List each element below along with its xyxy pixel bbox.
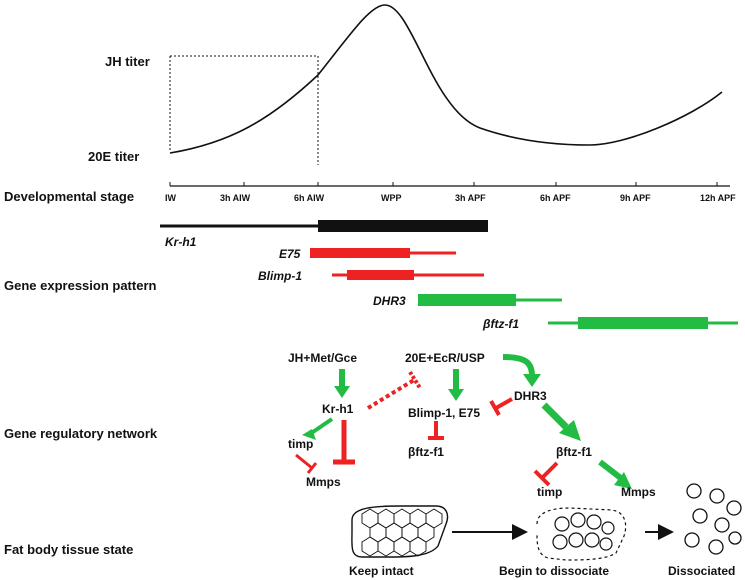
dhr3-label: DHR3: [373, 294, 406, 308]
bftz-f1-label: βftz-f1: [482, 317, 519, 331]
timp-node-left: timp: [288, 437, 313, 451]
arrow-20e-to-dhr3-head: [523, 374, 541, 387]
stage-tick-6h-apf: 6h APF: [540, 193, 571, 203]
bftz-f1-node-mid: βftz-f1: [408, 445, 444, 459]
stage-tick-12h-apf: 12h APF: [700, 193, 736, 203]
bftz-f1-node-right: βftz-f1: [556, 445, 592, 459]
bftz-f1-bar-thick: [578, 317, 708, 329]
dhr3-bar-thick: [418, 294, 516, 306]
gene-expression-label: Gene expression pattern: [4, 278, 156, 293]
stage-tick-9h-apf: 9h APF: [620, 193, 651, 203]
e75-label: E75: [279, 247, 301, 261]
inhibit-bftz-to-timp: [540, 461, 559, 480]
blimp-1-label: Blimp-1: [258, 269, 302, 283]
mmps-node-left: Mmps: [306, 475, 341, 489]
inhibit-timp-to-mmps-bar: [306, 462, 318, 474]
begin-to-dissociate-label: Begin to dissociate: [499, 564, 609, 578]
arrow-jh-to-kr-head: [334, 386, 350, 398]
kr-h1-node: Kr-h1: [322, 402, 354, 416]
timp-node-right: timp: [537, 485, 562, 499]
inhibit-timp-to-mmps: [295, 453, 313, 470]
e75-bar-thick: [310, 248, 410, 258]
arrow-dhr3-to-bftz-head: [559, 420, 581, 441]
arrow-dhr3-to-bftz: [541, 402, 569, 430]
inhibit-kr-to-20e-dashed: [366, 378, 416, 410]
jh-titer-label: JH titer: [105, 54, 150, 69]
keep-intact-label: Keep intact: [349, 564, 414, 578]
arrow-bftz-to-mmps-head: [614, 472, 632, 489]
dissociated-cells-illustration: [684, 483, 742, 555]
mmps-node-right: Mmps: [621, 485, 656, 499]
kr-h1-label: Kr-h1: [165, 235, 197, 249]
20e-titer-curve: [169, 4, 723, 154]
blimp-1-e75-node: Blimp-1, E75: [408, 406, 480, 420]
stage-tick-3h-aiw: 3h AIW: [220, 193, 251, 203]
arrow-20e-to-dhr3: [502, 354, 535, 377]
arrow-bftz-to-mmps: [598, 459, 624, 482]
intact-tissue-illustration: [351, 505, 449, 558]
arrow-20e-to-blimp-head: [448, 389, 464, 401]
fat-body-tissue-state-label: Fat body tissue state: [4, 542, 133, 557]
dhr3-node: DHR3: [514, 389, 547, 403]
stage-tick-3h-apf: 3h APF: [455, 193, 486, 203]
inhibit-kr-to-20e-bar: [408, 370, 422, 390]
stage-tick-wpp: WPP: [381, 193, 402, 203]
blimp-1-bar-thick: [347, 270, 414, 280]
arrow-kr-to-timp: [308, 417, 334, 436]
jh-window-box: [169, 55, 319, 165]
gene-regulatory-network-label: Gene regulatory network: [4, 426, 158, 441]
arrow-kr-to-timp-head: [302, 429, 316, 440]
20e-ecr-usp-node: 20E+EcR/USP: [405, 351, 485, 365]
developmental-stage-label: Developmental stage: [4, 189, 134, 204]
dissociated-label: Dissociated: [668, 564, 735, 578]
jh-met-gce-node: JH+Met/Gce: [288, 351, 357, 365]
20e-titer-label: 20E titer: [88, 149, 139, 164]
stage-tick-iw: IW: [165, 193, 177, 203]
kr-h1-bar-thick: [318, 220, 488, 232]
stage-tick-6h-aiw: 6h AIW: [294, 193, 325, 203]
inhibit-dhr3-to-blimp-bar: [489, 400, 501, 416]
inhibit-bftz-to-timp-bar: [533, 469, 551, 487]
inhibit-dhr3-to-blimp: [495, 397, 513, 410]
dissociating-tissue-illustration: [536, 507, 627, 561]
stage-ticks: [169, 182, 718, 186]
